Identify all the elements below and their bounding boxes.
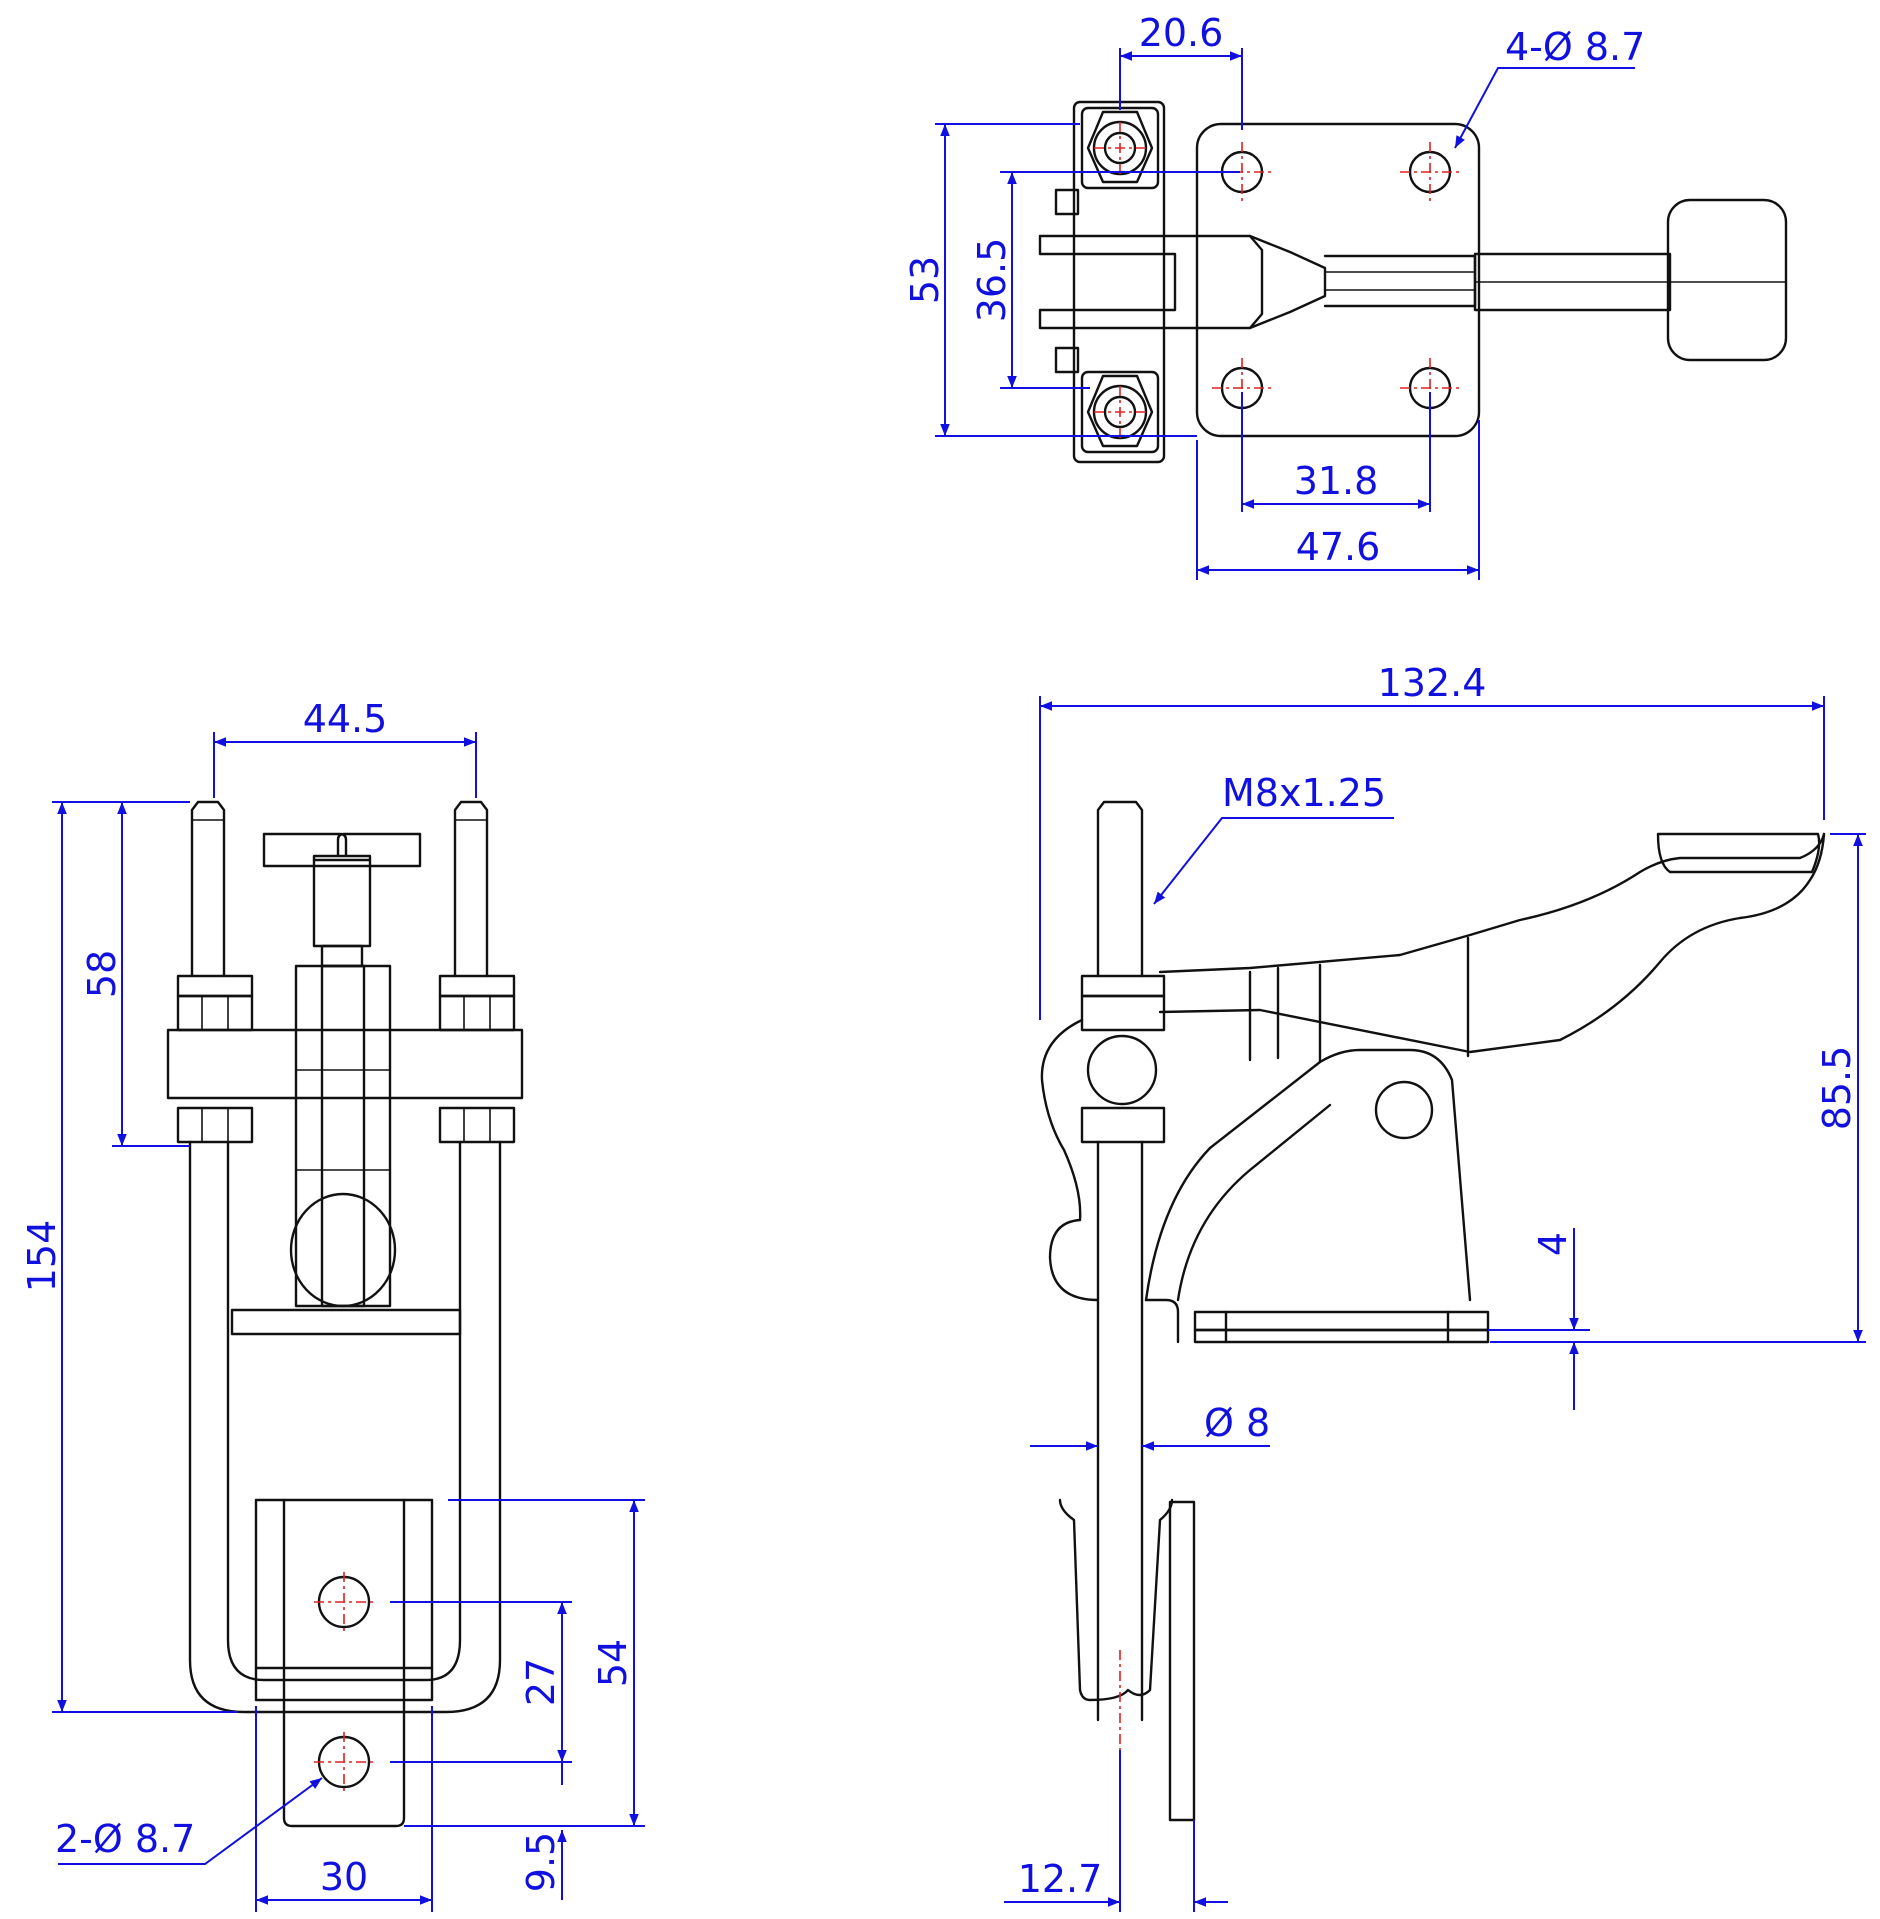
side-lower-pad (1058, 1498, 1196, 1822)
dim-12-7: 12.7 (1018, 1857, 1103, 1901)
top-spindle-assembly (1054, 100, 1166, 464)
dim-thread: M8x1.25 (1222, 771, 1386, 815)
top-mounting-holes (1212, 142, 1460, 418)
dim-4x-hole: 4-Ø 8.7 (1505, 25, 1645, 69)
dim-58: 58 (80, 950, 124, 998)
front-studs (190, 800, 489, 978)
dim-47-6: 47.6 (1296, 525, 1381, 569)
side-stud-and-nuts (1040, 800, 1166, 1722)
dim-31-8: 31.8 (1294, 459, 1379, 503)
top-arm-and-handle (1038, 198, 1788, 362)
dim-2x-hole: 2-Ø 8.7 (55, 1817, 195, 1861)
dim-rod-dia: Ø 8 (1204, 1401, 1270, 1445)
side-body (1144, 1048, 1472, 1302)
dim-53: 53 (903, 256, 947, 304)
front-nuts-and-block (166, 974, 524, 1144)
side-lever-handle (1158, 832, 1826, 1064)
front-lower-bracket (254, 1498, 434, 1828)
dim-36-5: 36.5 (970, 238, 1014, 323)
front-u-frame (188, 1140, 502, 1714)
side-view: 132.4 M8x1.25 85.5 4 Ø 8 12.7 (1004, 661, 1866, 1912)
side-base (1144, 1298, 1490, 1344)
side-dimensions: 132.4 M8x1.25 85.5 4 Ø 8 12.7 (1004, 661, 1866, 1912)
dim-27: 27 (519, 1658, 563, 1706)
dim-30: 30 (320, 1855, 368, 1899)
top-view: 20.6 4-Ø 8.7 53 36.5 31.8 47.6 (903, 11, 1788, 580)
front-view: 44.5 58 154 54 27 9.5 2-Ø 8.7 30 (20, 697, 645, 1912)
dim-85-5: 85.5 (1815, 1046, 1859, 1131)
dim-44-5: 44.5 (303, 697, 388, 741)
dim-54: 54 (591, 1639, 635, 1687)
dim-4: 4 (1531, 1232, 1575, 1256)
top-base-plate (1195, 122, 1481, 438)
dim-132-4: 132.4 (1378, 661, 1487, 705)
front-dimensions: 44.5 58 154 54 27 9.5 2-Ø 8.7 30 (20, 697, 645, 1912)
dim-154: 154 (20, 1220, 64, 1293)
dim-20-6: 20.6 (1139, 11, 1224, 55)
top-dimensions: 20.6 4-Ø 8.7 53 36.5 31.8 47.6 (903, 11, 1645, 580)
front-t-handle (262, 832, 422, 1308)
dim-9-5: 9.5 (519, 1832, 563, 1892)
